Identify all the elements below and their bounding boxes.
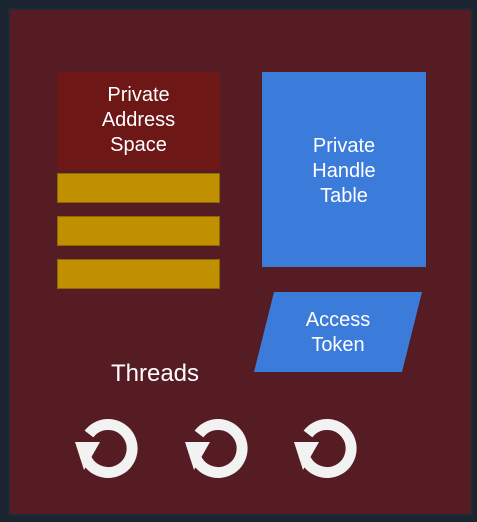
process-container: Private Address Space Private Handle Tab…: [8, 8, 473, 516]
access-token-line-1: Access: [305, 309, 371, 331]
address-space-line-1: Private: [107, 84, 170, 106]
refresh-icon: [75, 419, 138, 478]
address-space-stripe-1: [57, 173, 220, 203]
handle-table-line-1: Private: [312, 135, 376, 157]
address-space-stripe-2: [57, 216, 220, 246]
refresh-icon: [294, 419, 357, 478]
private-address-space-label: Private Address Space: [57, 83, 220, 158]
access-token-label: Access Token: [254, 308, 422, 358]
threads-title: Threads: [110, 360, 200, 387]
access-token-shape: [254, 292, 422, 372]
handle-table-line-2: Handle: [312, 160, 376, 182]
private-handle-table-label: Private Handle Table: [262, 134, 426, 209]
address-space-line-3: Space: [110, 134, 167, 156]
private-handle-table-block: [262, 72, 426, 267]
address-space-line-2: Address: [101, 109, 176, 131]
handle-table-line-3: Table: [320, 185, 368, 207]
private-address-space-block: [57, 72, 220, 170]
address-space-stripe-3: [57, 259, 220, 289]
access-token-line-2: Token: [311, 334, 365, 356]
refresh-icon: [185, 419, 248, 478]
